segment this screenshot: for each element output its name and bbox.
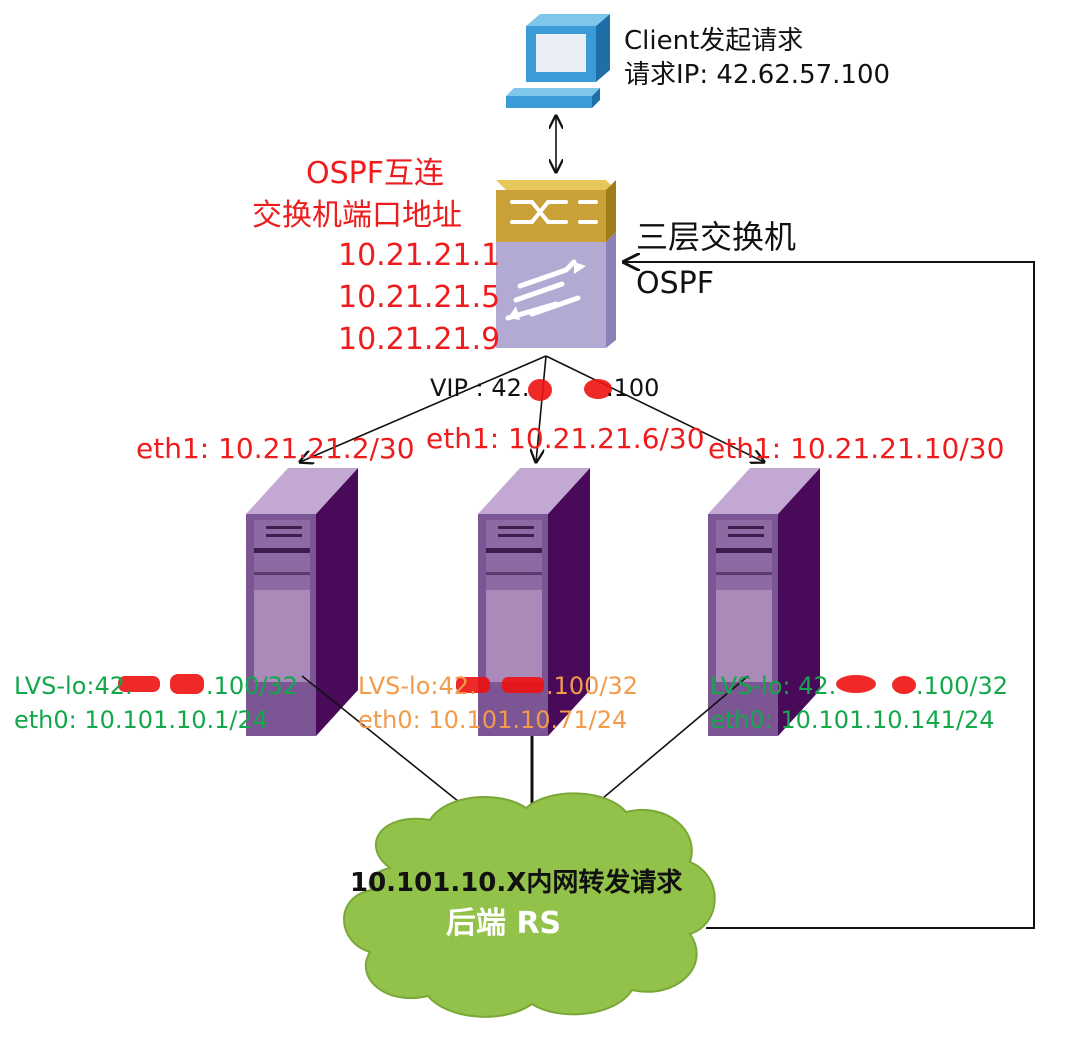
server3-eth0-label: eth0: 10.101.10.141/24 [710, 706, 995, 734]
cloud-icon [343, 792, 716, 1018]
server3-lvs-lo-suffix: .100/32 [916, 672, 1009, 700]
server-tower-icon [478, 468, 590, 736]
switch-protocol-label: OSPF [636, 266, 715, 301]
server2-lvs-lo-label: LVS-lo:42. [358, 672, 477, 700]
switch-server1-link [300, 355, 547, 462]
client-ip-label: 请求IP: 42.62.57.100 [624, 60, 891, 90]
server1-eth0-label: eth0: 10.101.10.1/24 [14, 706, 269, 734]
computer-icon [506, 14, 610, 108]
switch-port-3: 10.21.21.9 [338, 322, 501, 357]
cloud-forward-label: 10.101.10.X内网转发请求 [350, 868, 683, 898]
switch-name-label: 三层交换机 [636, 218, 797, 256]
server3-lvs-lo-label: LVS-lo: 42. [710, 672, 837, 700]
vip-label-suffix: .100 [606, 374, 660, 402]
layer3-switch-icon [496, 180, 616, 348]
ospf-interconnect-title: OSPF互连 [306, 156, 445, 191]
vip-label: VIP : 42. [430, 374, 530, 402]
server2-eth1-label: eth1: 10.21.21.6/30 [426, 422, 705, 455]
cloud-switch-return-link [624, 262, 1035, 929]
server1-eth1-label: eth1: 10.21.21.2/30 [136, 432, 415, 465]
server2-lvs-lo-suffix: .100/32 [546, 672, 639, 700]
server-tower-icon [246, 468, 358, 736]
server2-eth0-label: eth0: 10.101.10.71/24 [358, 706, 628, 734]
switch-port-address-title: 交换机端口地址 [252, 198, 462, 233]
switch-server2-link [536, 355, 547, 462]
switch-server3-link [545, 355, 764, 462]
server-tower-icon [708, 468, 820, 736]
client-request-label: Client发起请求 [624, 26, 804, 56]
switch-port-2: 10.21.21.5 [338, 280, 501, 315]
redaction-marks [118, 379, 916, 694]
cloud-backend-label: 后端 RS [446, 906, 562, 941]
server1-lvs-lo-suffix: .100/32 [206, 672, 299, 700]
switch-port-1: 10.21.21.1 [338, 238, 501, 273]
server1-lvs-lo-label: LVS-lo:42. [14, 672, 133, 700]
server3-eth1-label: eth1: 10.21.21.10/30 [708, 432, 1005, 465]
